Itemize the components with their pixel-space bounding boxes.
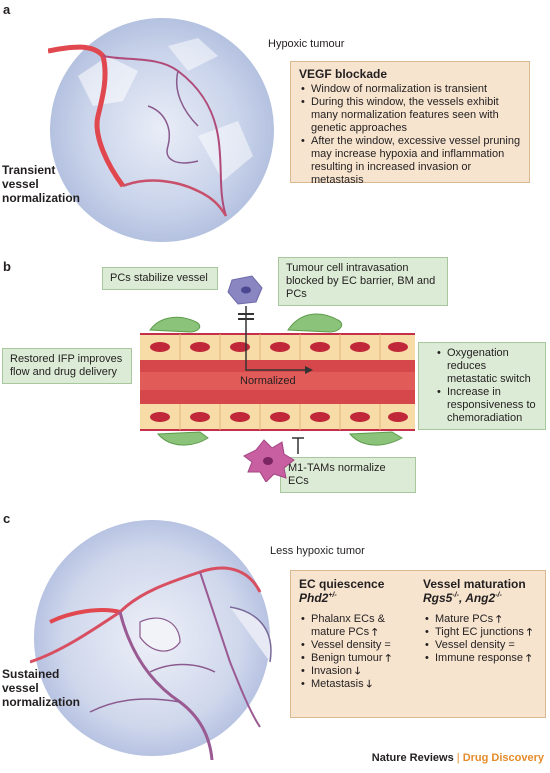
oxygenation-bullet: Increase in responsiveness to chemoradia… (437, 386, 538, 425)
intravasation-box: Tumour cell intravasation blocked by EC … (278, 257, 448, 306)
rgs5-sup: -/- (452, 592, 459, 599)
vessel-c-main (30, 566, 262, 664)
rgs5-gene: Rgs5 (423, 591, 453, 605)
maturation-item: Mature PCs 🡑 (425, 613, 543, 626)
ec-item: Invasion 🡓 (301, 665, 417, 678)
maturation-item: Vessel density = (425, 639, 543, 652)
ec-item: Benign tumour 🡑 (301, 652, 417, 665)
pericyte-icon (348, 431, 404, 446)
vessel-maturation-title: Vessel maturation (423, 577, 526, 591)
tumour-circle-a (48, 18, 274, 242)
vessel-maturation-column: Vessel maturation Rgs5-/-, Ang2-/- Matur… (423, 577, 543, 665)
maturation-item: Immune response 🡑 (425, 652, 543, 665)
ec-item: Vessel density = (301, 639, 417, 652)
vessel-a-main (48, 44, 126, 188)
vegf-blockade-title: VEGF blockade (299, 67, 388, 81)
up-arrow-icon: 🡑 (526, 627, 533, 638)
ec-item: Phalanx ECs & mature PCs 🡑 (301, 613, 417, 639)
journal-footer: Nature Reviews | Drug Discovery (372, 752, 544, 764)
sustained-normalization-label: Sustained vessel normalization (2, 667, 81, 709)
up-arrow-icon: 🡑 (496, 614, 502, 625)
hypoxic-tumour-label: Hypoxic tumour (268, 38, 345, 50)
panel-b-letter: b (3, 259, 11, 274)
oxygenation-bullet: Oxygenation reduces metastatic switch (437, 347, 538, 386)
ec-quiescence-column: EC quiescence Phd2+/- Phalanx ECs & matu… (299, 577, 417, 691)
up-arrow-icon: 🡑 (385, 653, 391, 664)
ang2-sup: -/- (495, 592, 502, 599)
ec-quiescence-title: EC quiescence (299, 577, 385, 591)
vegf-bullet: After the window, excessive vessel pruni… (301, 135, 521, 187)
panel-c-letter: c (3, 511, 11, 526)
down-arrow-icon: 🡓 (355, 666, 361, 677)
maturation-box: EC quiescence Phd2+/- Phalanx ECs & matu… (290, 570, 546, 718)
vegf-bullet: During this window, the vessels exhibit … (301, 96, 521, 135)
pcs-stabilize-box: PCs stabilize vessel (102, 267, 218, 290)
pericyte-icon (149, 316, 201, 333)
tumour-circle-c (30, 520, 272, 761)
oxygenation-box: Oxygenation reduces metastatic switch In… (418, 342, 546, 430)
panel-a-letter: a (3, 2, 11, 17)
up-arrow-icon: 🡑 (526, 653, 532, 664)
vegf-blockade-box: VEGF blockade Window of normalization is… (290, 61, 530, 186)
m1-tams-box: M1-TAMs normalize ECs (280, 457, 416, 493)
transient-normalization-label: Transient vessel normalization (2, 163, 81, 205)
pericyte-icon (156, 431, 209, 446)
pericyte-icon (287, 313, 343, 333)
phd2-sup: +/- (328, 592, 337, 599)
ang2-gene: Ang2 (465, 591, 496, 605)
vegf-bullet: Window of normalization is transient (301, 83, 521, 96)
journal-name: Nature Reviews (371, 752, 454, 764)
ec-item: Metastasis 🡓 (301, 678, 417, 691)
less-hypoxic-label: Less hypoxic tumor (270, 545, 365, 557)
vessel-section-diagram (140, 275, 415, 482)
maturation-item: Tight EC junctions 🡑 (425, 626, 543, 639)
footer-separator: | (456, 752, 460, 764)
ifp-box: Restored IFP improves flow and drug deli… (2, 348, 132, 384)
phd2-gene: Phd2 (299, 591, 329, 605)
up-arrow-icon: 🡑 (372, 627, 378, 638)
normalized-label: Normalized (240, 375, 296, 387)
journal-section: Drug Discovery (462, 752, 544, 764)
down-arrow-icon: 🡓 (366, 679, 372, 690)
